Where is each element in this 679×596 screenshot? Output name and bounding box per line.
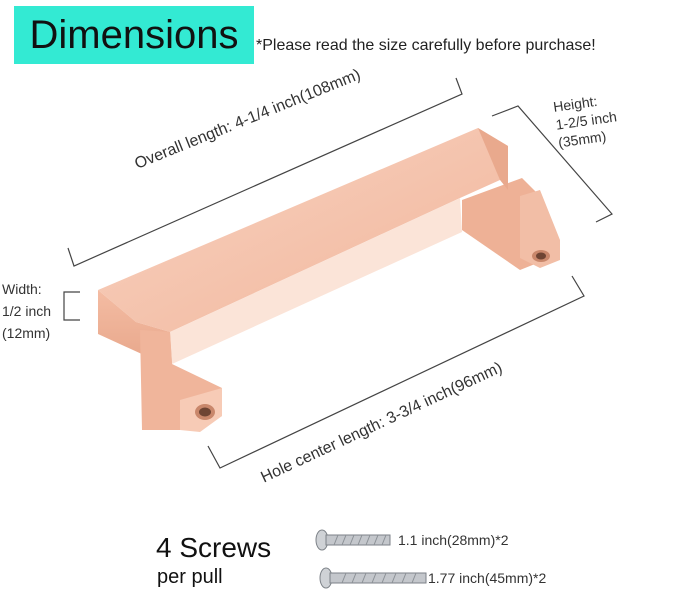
screw-long-label: 1.77 inch(45mm)*2: [428, 570, 547, 586]
screws-subtitle: per pull: [157, 566, 223, 588]
purchase-notice: *Please read the size carefully before p…: [256, 37, 596, 54]
screw-short: [315, 529, 391, 551]
height-label: Height: 1-2/5 inch (35mm): [552, 89, 620, 152]
screws-title: 4 Screws: [156, 532, 272, 563]
right-leg-end: [520, 190, 560, 268]
top-bar: [98, 128, 508, 332]
dimension-lines: [63, 77, 613, 469]
inner-gap: [170, 198, 462, 364]
width-title: Width:: [2, 281, 42, 297]
screw-long: [319, 567, 427, 589]
width-label: Width: 1/2 inch (12mm): [2, 278, 51, 344]
page-title: Dimensions: [29, 13, 239, 57]
header-banner: [14, 6, 254, 64]
screw-short-label: 1.1 inch(28mm)*2: [398, 532, 509, 548]
overall-length-line: [67, 77, 463, 267]
width-line: [63, 291, 80, 321]
cabinet-pull: [98, 128, 560, 432]
hole-center-line: [207, 275, 585, 469]
height-line: [491, 105, 613, 223]
width-metric: (12mm): [2, 325, 51, 341]
width-imperial: 1/2 inch: [2, 303, 52, 319]
